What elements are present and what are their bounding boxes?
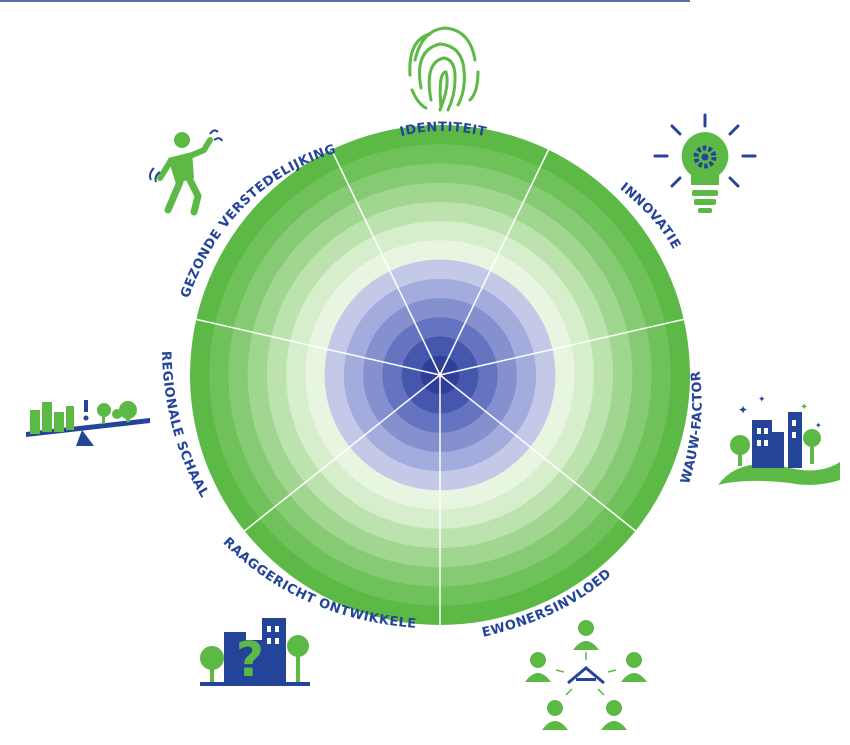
- fingerprint-icon: [408, 26, 480, 112]
- svg-text:?: ?: [236, 632, 264, 688]
- wheel-spokes: [196, 149, 684, 625]
- residents-network-icon: [525, 620, 647, 730]
- top-rule: [0, 0, 690, 2]
- walking-person-icon: [149, 129, 223, 216]
- svg-text:✦: ✦: [738, 403, 748, 417]
- question-building-icon: ?: [200, 618, 310, 688]
- lightbulb-gear-icon: [653, 113, 757, 213]
- svg-text:✦: ✦: [758, 395, 766, 405]
- wheel-spoke: [439, 374, 636, 532]
- wheel-spoke: [330, 149, 441, 376]
- wheel-spoke: [439, 318, 684, 376]
- wheel-spoke: [439, 149, 550, 376]
- balance-scale-icon: [26, 400, 150, 446]
- svg-text:✦: ✦: [815, 421, 822, 430]
- wheel-spoke: [196, 318, 441, 376]
- wheel-spoke: [244, 374, 441, 532]
- segment-label-identiteit: IDENTITEIT: [398, 120, 488, 140]
- city-skyline-icon: ✦ ✦ ✦ ✦: [718, 395, 840, 485]
- svg-text:✦: ✦: [800, 402, 808, 413]
